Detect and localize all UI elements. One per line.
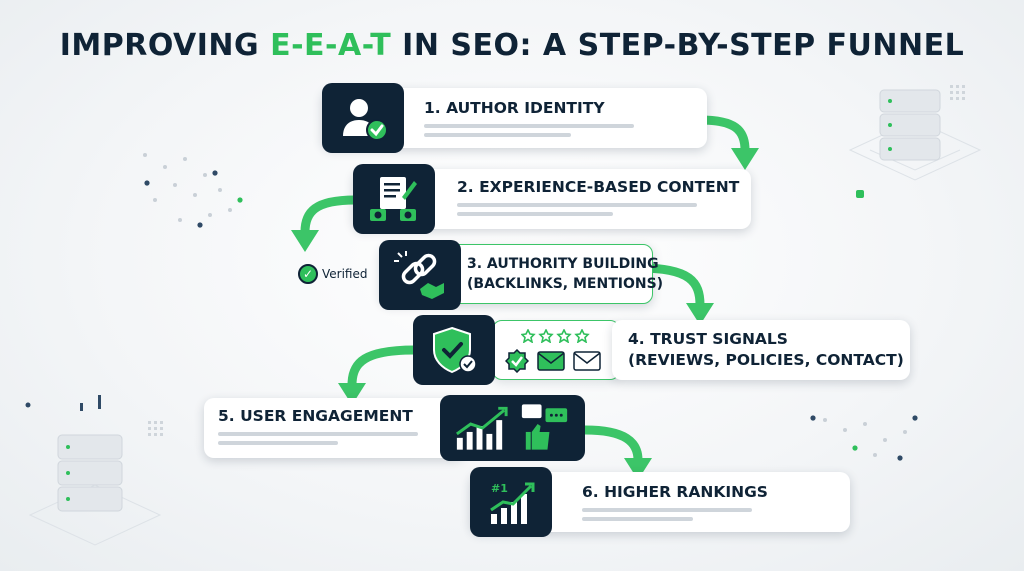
server-illustration-top-right: [848, 85, 982, 198]
step-label: 1. AUTHOR IDENTITY: [424, 99, 605, 117]
step-author-identity: 1. AUTHOR IDENTITY: [322, 83, 707, 153]
envelope-outline-icon: [573, 351, 601, 371]
check-badge-icon: ✓: [298, 264, 318, 284]
verified-label: Verified: [322, 267, 368, 281]
step-label-line1: 4. TRUST SIGNALS: [628, 330, 788, 348]
step-higher-rankings: #1 6. HIGHER RANKINGS: [470, 467, 850, 537]
server-illustration-bottom-left: [25, 395, 163, 546]
document-camera-icon: [370, 177, 417, 221]
step-label: 5. USER ENGAGEMENT: [218, 407, 413, 425]
step-label-line2: (REVIEWS, POLICIES, CONTACT): [628, 351, 904, 369]
step-icon-tile: #1: [470, 467, 552, 537]
step-label-line1: 3. AUTHORITY BUILDING: [467, 256, 659, 272]
link-handshake-icon: [394, 251, 444, 299]
step-icon-tile: [413, 315, 495, 385]
policy-badge-icon: [505, 349, 529, 373]
step-label: 2. EXPERIENCE-BASED CONTENT: [457, 178, 740, 196]
title-accent: E-E-A-T: [270, 28, 392, 63]
step-icon-tile: [379, 240, 461, 310]
placeholder-lines: [218, 432, 418, 450]
placeholder-lines: [457, 203, 697, 221]
step-trust-signals: 4. TRUST SIGNALS (REVIEWS, POLICIES, CON…: [612, 320, 910, 380]
envelope-green-icon: [537, 351, 565, 371]
engagement-chart-icon: [455, 404, 567, 450]
title-part2: IN SEO: A STEP-BY-STEP FUNNEL: [391, 28, 965, 63]
step-experience-content: 2. EXPERIENCE-BASED CONTENT: [353, 164, 751, 234]
decorative-dots-right: [810, 415, 918, 461]
placeholder-lines: [424, 124, 634, 142]
stars-rating-icon: [521, 329, 590, 343]
title-part1: IMPROVING: [59, 28, 271, 63]
placeholder-lines: [582, 508, 752, 526]
step-icon-tile: [353, 164, 435, 234]
trust-icons-box: [492, 320, 620, 380]
ranking-chart-icon: #1: [490, 482, 535, 524]
shield-check-icon: [433, 326, 477, 374]
step-label: 6. HIGHER RANKINGS: [582, 483, 768, 501]
verified-badge: ✓ Verified: [298, 263, 368, 285]
rank-badge-text: #1: [491, 482, 508, 495]
step-authority-building: 3. AUTHORITY BUILDING (BACKLINKS, MENTIO…: [379, 240, 663, 310]
step-icon-tile: [322, 83, 404, 153]
step-user-engagement: 5. USER ENGAGEMENT: [204, 398, 464, 458]
page-title: IMPROVING E-E-A-T IN SEO: A STEP-BY-STEP…: [0, 28, 1024, 63]
step-icon-tile: [440, 395, 585, 461]
step-label-line2: (BACKLINKS, MENTIONS): [467, 276, 664, 292]
decorative-dots-left: [143, 153, 243, 228]
user-verified-icon: [343, 99, 388, 141]
